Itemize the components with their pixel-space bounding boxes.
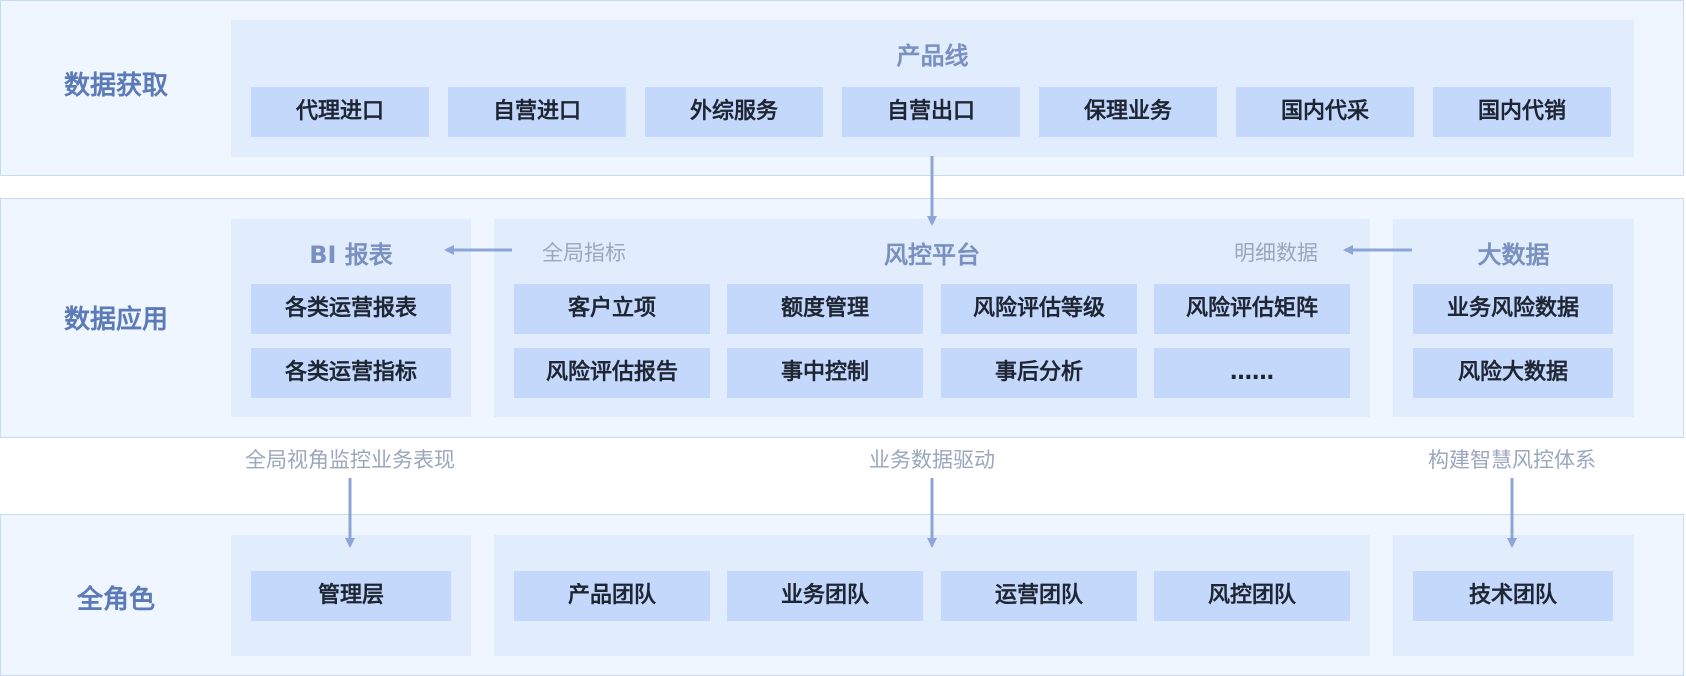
team-chip: 业务团队 (727, 571, 923, 621)
risk-chip: 事中控制 (727, 348, 923, 398)
risk-platform-title: 风控平台 (884, 241, 980, 269)
management-panel: 管理层 (231, 535, 471, 656)
team-chip: 产品团队 (514, 571, 710, 621)
data-driven-connector-label: 业务数据驱动 (869, 448, 995, 472)
bigdata-title: 大数据 (1477, 241, 1550, 269)
teams-panel: 产品团队 业务团队 运营团队 风控团队 (494, 535, 1370, 656)
bigdata-chip: 风险大数据 (1413, 348, 1613, 398)
team-chip: 运营团队 (941, 571, 1137, 621)
risk-chip: 风险评估报告 (514, 348, 710, 398)
product-chip: 国内代销 (1433, 87, 1611, 137)
bigdata-chip: 业务风险数据 (1413, 284, 1613, 334)
bi-panel: BI 报表 各类运营报表 各类运营指标 (231, 219, 471, 417)
product-chip: 自营出口 (842, 87, 1020, 137)
team-chip: 风控团队 (1154, 571, 1350, 621)
smart-risk-connector-label: 构建智慧风控体系 (1428, 448, 1596, 472)
product-line-panel: 产品线 代理进口 自营进口 外综服务 自营出口 保理业务 国内代采 国内代销 (231, 20, 1634, 157)
product-chip: 保理业务 (1039, 87, 1217, 137)
risk-chip: 风险评估矩阵 (1154, 284, 1350, 334)
application-layer: 数据应用 BI 报表 各类运营报表 各类运营指标 全局指标 风控平台 明细数据 … (0, 198, 1684, 438)
monitor-connector-label: 全局视角监控业务表现 (245, 448, 455, 472)
bi-chip: 各类运营报表 (251, 284, 451, 334)
detail-data-note: 明细数据 (1234, 241, 1318, 265)
risk-chip-ellipsis: …… (1154, 348, 1350, 398)
product-chip: 代理进口 (251, 87, 429, 137)
bigdata-panel: 大数据 业务风险数据 风险大数据 (1393, 219, 1634, 417)
risk-chip: 客户立项 (514, 284, 710, 334)
risk-platform-panel: 全局指标 风控平台 明细数据 客户立项 额度管理 风险评估等级 风险评估矩阵 风… (494, 219, 1370, 417)
bi-title: BI 报表 (309, 241, 393, 269)
acquisition-layer: 数据获取 产品线 代理进口 自营进口 外综服务 自营出口 保理业务 国内代采 国… (0, 0, 1684, 176)
risk-chip: 额度管理 (727, 284, 923, 334)
risk-chip: 事后分析 (941, 348, 1137, 398)
product-line-title: 产品线 (896, 42, 969, 70)
roles-layer: 全角色 管理层 产品团队 业务团队 运营团队 风控团队 技术团队 (0, 514, 1684, 676)
acquisition-label: 数据获取 (63, 71, 168, 101)
global-metrics-note: 全局指标 (542, 241, 626, 265)
team-chip: 管理层 (251, 571, 451, 621)
product-chip: 国内代采 (1236, 87, 1414, 137)
roles-label: 全角色 (76, 585, 155, 615)
tech-panel: 技术团队 (1393, 535, 1634, 656)
product-chip: 外综服务 (645, 87, 823, 137)
product-chip: 自营进口 (448, 87, 626, 137)
risk-chip: 风险评估等级 (941, 284, 1137, 334)
team-chip: 技术团队 (1413, 571, 1613, 621)
bi-chip: 各类运营指标 (251, 348, 451, 398)
application-label: 数据应用 (63, 305, 168, 335)
